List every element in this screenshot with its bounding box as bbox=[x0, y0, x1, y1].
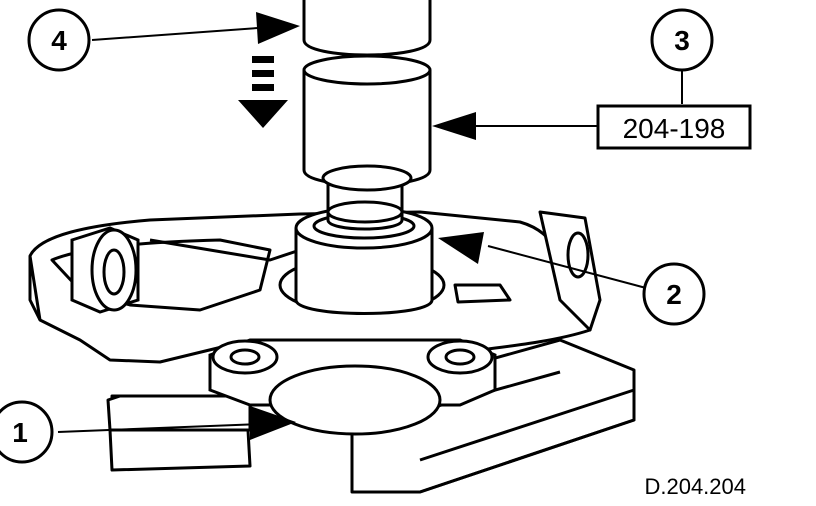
left-bushing bbox=[70, 226, 140, 314]
arrowheads bbox=[250, 12, 484, 440]
callout-3-number: 3 bbox=[674, 25, 690, 56]
tool-number-label: 204-198 bbox=[623, 113, 726, 144]
arrowhead-2 bbox=[438, 232, 484, 264]
arrowhead-4 bbox=[256, 12, 300, 44]
callout-2-number: 2 bbox=[666, 279, 682, 310]
bushing-bore bbox=[268, 364, 442, 436]
press-direction-arrow bbox=[238, 56, 288, 128]
tool-label-box: 204-198 bbox=[596, 104, 752, 150]
mounting-flange bbox=[208, 338, 497, 436]
press-tool bbox=[302, 54, 432, 231]
callout-4: 4 bbox=[27, 8, 91, 72]
callout-4-number: 4 bbox=[51, 25, 67, 56]
callout-1-number: 1 bbox=[12, 417, 28, 448]
arrowhead-1 bbox=[250, 406, 296, 440]
arrowhead-3 bbox=[432, 112, 476, 140]
figure-reference: D.204.204 bbox=[644, 474, 746, 499]
press-ram bbox=[302, 0, 432, 57]
leader-lines bbox=[57, 27, 683, 433]
callout-1: 1 bbox=[0, 400, 54, 464]
callout-3: 3 bbox=[650, 8, 714, 72]
callout-2: 2 bbox=[642, 262, 706, 326]
